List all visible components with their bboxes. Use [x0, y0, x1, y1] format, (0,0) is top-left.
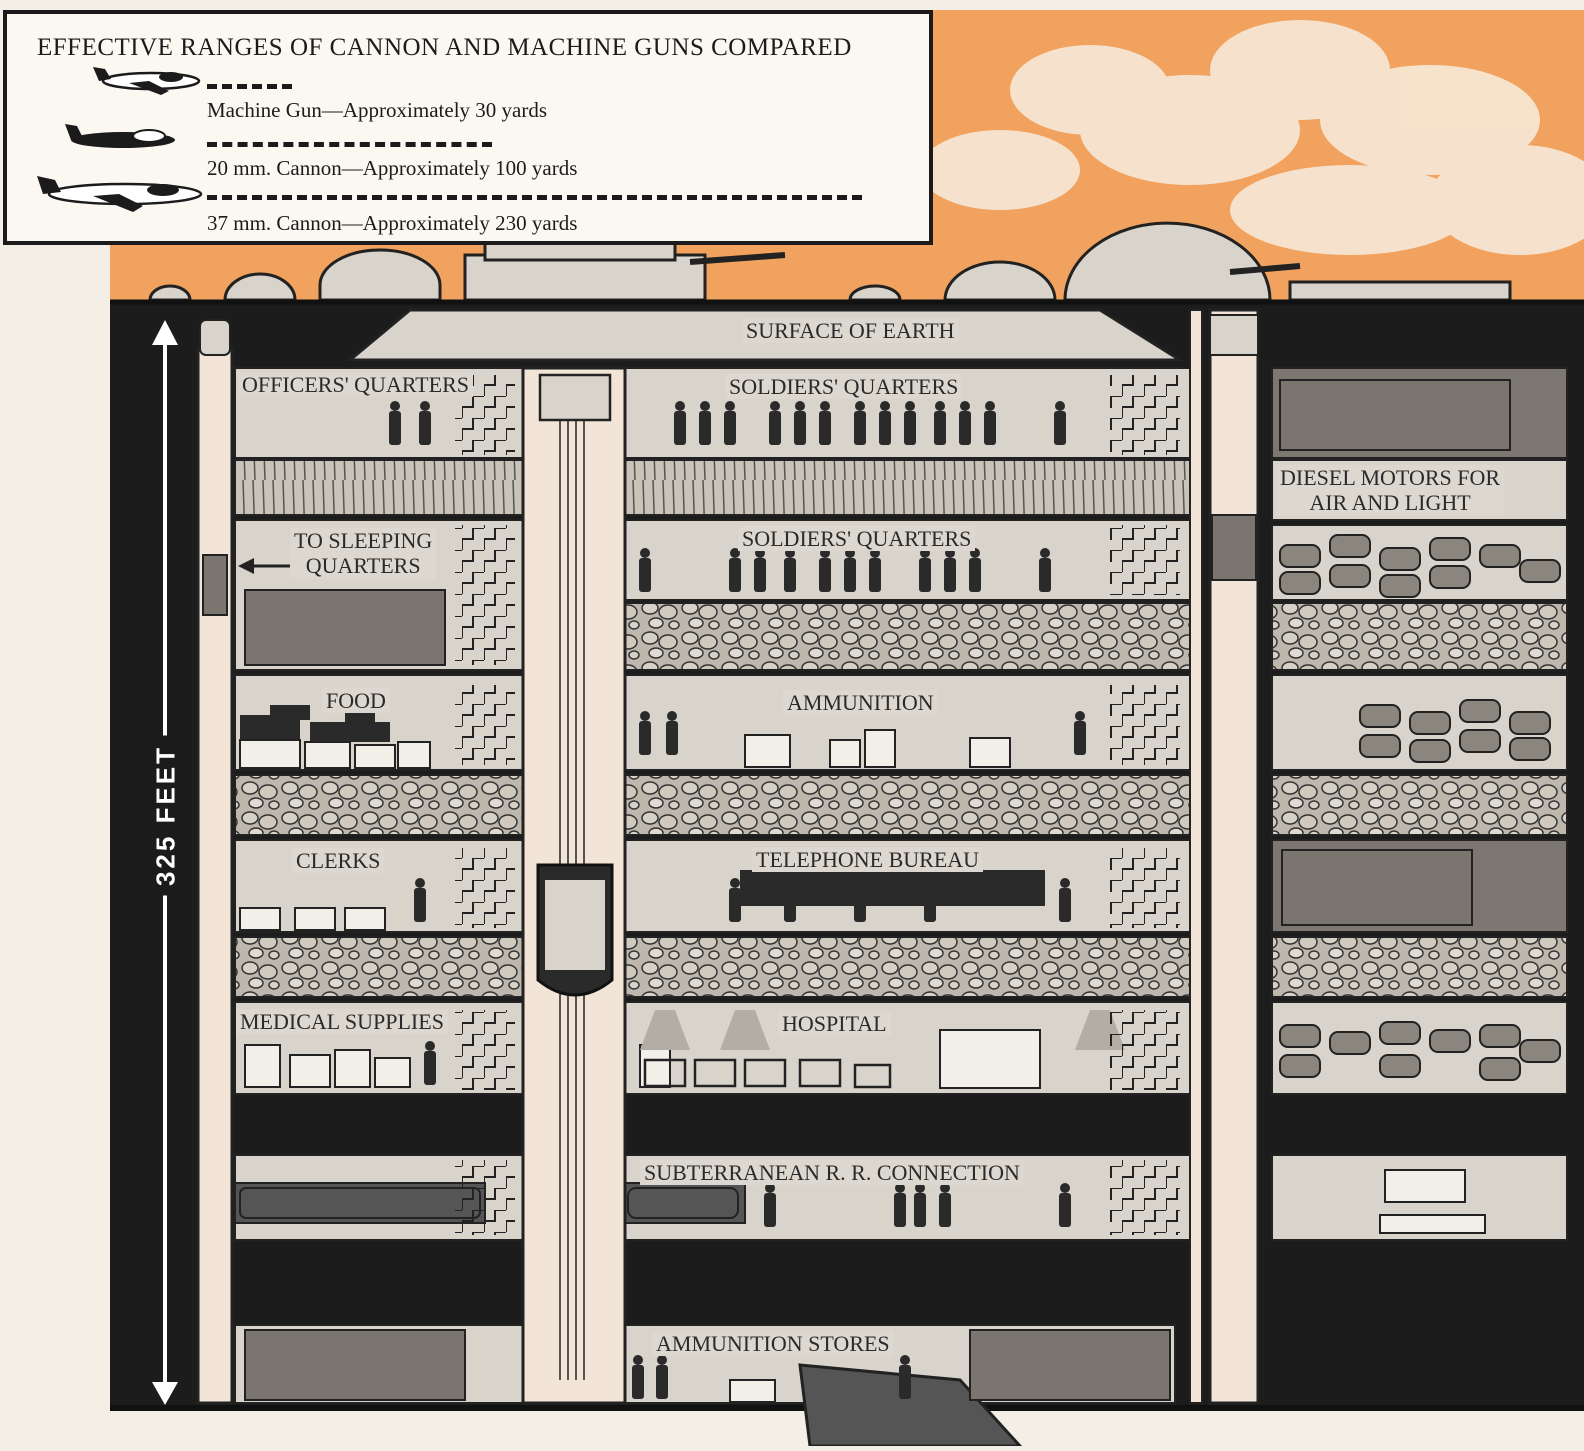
weapon-range-legend: EFFECTIVE RANGES OF CANNON AND MACHINE G…	[3, 10, 933, 245]
sleeping-arrow	[238, 558, 295, 574]
soldier-figure	[924, 878, 936, 922]
soldier-figure	[899, 1355, 911, 1399]
crates	[244, 729, 1041, 1403]
soldier-figure	[414, 878, 426, 922]
label-food: FOOD	[322, 688, 390, 714]
soldier-figure	[869, 548, 881, 592]
soldier-figure	[754, 548, 766, 592]
label-to-sleeping-quarters: TO SLEEPING QUARTERS	[290, 528, 437, 579]
soldier-figure	[764, 1183, 776, 1227]
soldier-figure	[914, 1183, 926, 1227]
soldier-figure	[424, 1041, 436, 1085]
soldier-figure	[699, 401, 711, 445]
fighter-plane-icon	[65, 124, 175, 148]
label-diesel-motors: DIESEL MOTORS FOR AIR AND LIGHT	[1276, 465, 1505, 516]
label-soldiers-quarters-1: SOLDIERS' QUARTERS	[725, 374, 963, 400]
desks	[239, 907, 386, 931]
left-lift-shaft	[196, 319, 234, 1405]
soldier-figure	[769, 401, 781, 445]
soldier-figure	[904, 401, 916, 445]
soldier-figure	[794, 401, 806, 445]
soldier-figure	[656, 1355, 668, 1399]
staircases	[455, 375, 1180, 1235]
label-medical-supplies: MEDICAL SUPPLIES	[236, 1009, 448, 1035]
fighter-plane-icon	[37, 176, 203, 212]
label-ammunition: AMMUNITION	[783, 690, 938, 716]
cannon-20mm-range-label: 20 mm. Cannon—Approximately 100 yards	[207, 156, 578, 180]
soldier-figure	[1059, 878, 1071, 922]
legend-title: EFFECTIVE RANGES OF CANNON AND MACHINE G…	[37, 34, 852, 61]
clouds	[920, 20, 1584, 255]
soldier-figures	[389, 401, 1086, 1399]
label-clerks: CLERKS	[292, 848, 385, 874]
soldier-figure	[1074, 711, 1086, 755]
soldier-figure	[674, 401, 686, 445]
soldier-figure	[729, 548, 741, 592]
soldier-figure	[1039, 548, 1051, 592]
soldier-figure	[639, 548, 651, 592]
soldier-figure	[639, 711, 651, 755]
soldier-figure	[844, 548, 856, 592]
soldier-figure	[879, 401, 891, 445]
food-stacks	[240, 705, 390, 742]
surface-bunkers	[148, 221, 1512, 302]
soldier-figure	[1059, 1183, 1071, 1227]
soldier-figure	[419, 401, 431, 445]
soldier-figure	[724, 401, 736, 445]
soldier-figure	[666, 711, 678, 755]
cannon-20mm-range-line	[207, 142, 492, 147]
soldier-figure	[819, 548, 831, 592]
soldier-figure	[934, 401, 946, 445]
soldier-figure	[729, 878, 741, 922]
soldier-figure	[969, 548, 981, 592]
label-telephone-bureau: TELEPHONE BUREAU	[752, 847, 984, 873]
label-ammunition-stores: AMMUNITION STORES	[652, 1331, 894, 1357]
hospital-beds	[643, 1058, 892, 1089]
machine-gun-range-line	[207, 84, 292, 89]
soldier-figure	[784, 878, 796, 922]
label-hospital: HOSPITAL	[778, 1011, 891, 1037]
soldier-figure	[854, 401, 866, 445]
soldier-figure	[894, 1183, 906, 1227]
soldier-figure	[944, 548, 956, 592]
soldier-figure	[919, 548, 931, 592]
label-officers-quarters: OFFICERS' QUARTERS	[238, 372, 473, 398]
supply-sacks	[1279, 534, 1561, 1081]
soldier-figure	[1054, 401, 1066, 445]
soldier-figure	[819, 401, 831, 445]
depth-label: 325 FEET	[150, 735, 182, 896]
trains	[239, 1187, 739, 1219]
soldier-figure	[959, 401, 971, 445]
soldier-figure	[854, 878, 866, 922]
soldier-figure	[784, 548, 796, 592]
soldier-figure	[632, 1355, 644, 1399]
right-lift-shaft	[1208, 308, 1260, 1405]
machine-gun-range-label: Machine Gun—Approximately 30 yards	[207, 98, 548, 122]
soldier-figure	[984, 401, 996, 445]
label-soldiers-quarters-2: SOLDIERS' QUARTERS	[738, 526, 976, 552]
label-surface-of-earth: SURFACE OF EARTH	[742, 318, 959, 344]
soldier-figure	[939, 1183, 951, 1227]
depth-indicator: 325 FEET	[150, 320, 182, 1410]
fighter-plane-icon	[93, 67, 201, 95]
soldier-figure	[389, 401, 401, 445]
elevator-shaft	[521, 366, 627, 1405]
cannon-37mm-range-label: 37 mm. Cannon—Approximately 230 yards	[207, 211, 578, 235]
cannon-37mm-range-line	[207, 195, 862, 200]
label-subterranean-rr-connection: SUBTERRANEAN R. R. CONNECTION	[640, 1160, 1024, 1186]
